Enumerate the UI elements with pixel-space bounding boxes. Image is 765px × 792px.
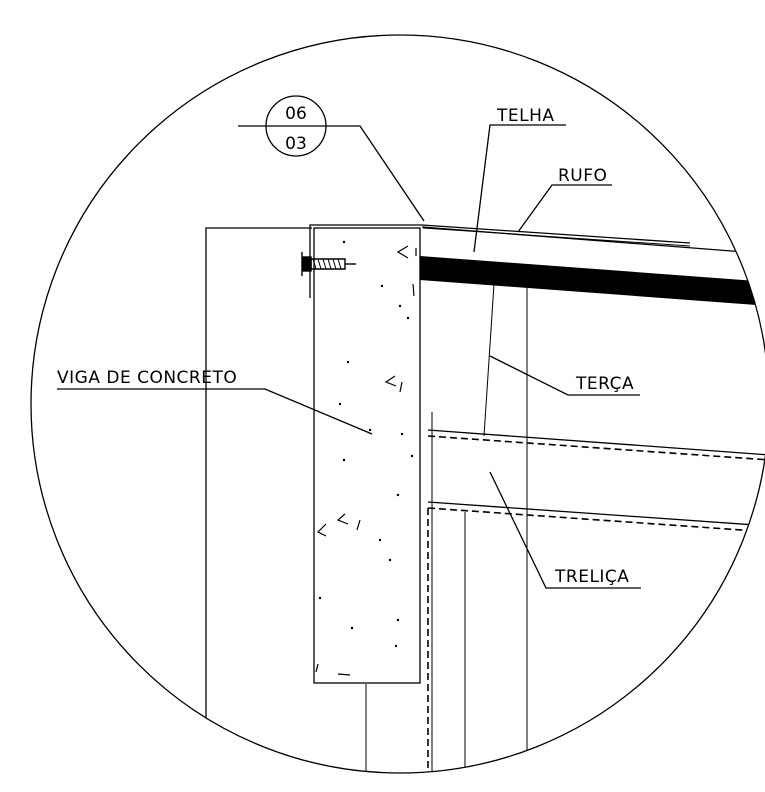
trelica-label: TRELIÇA: [554, 567, 629, 587]
concrete-hatch: [315, 245, 417, 676]
truss-bottom-chord-dashed: [427, 507, 765, 533]
truss-bottom-chord: [427, 501, 765, 527]
detail-reference-bubble: 06 03: [238, 95, 425, 222]
viga-callout: VIGA DE CONCRETO: [57, 368, 373, 435]
telha-label: TELHA: [496, 106, 555, 126]
roof-sheet-top-line: [421, 226, 765, 255]
terca-label: TERÇA: [575, 374, 634, 394]
detail-number: 06: [285, 104, 307, 124]
telha-callout: TELHA: [473, 106, 566, 253]
truss-top-chord-dashed: [427, 435, 765, 461]
purlin-terca: [420, 256, 765, 306]
concrete-beam: [313, 227, 421, 684]
anchor-bolt: [301, 252, 356, 276]
wall-outline: [205, 227, 312, 718]
terca-callout: TERÇA: [489, 355, 640, 396]
rufo-label: RUFO: [558, 166, 607, 186]
truss-top-chord: [427, 429, 765, 456]
rufo-callout: RUFO: [517, 166, 612, 233]
detail-circle-boundary: [30, 34, 765, 774]
trelica-callout: TRELIÇA: [489, 471, 641, 589]
stud-line-left: [483, 283, 495, 437]
detail-contents: [205, 224, 765, 773]
concrete-dots: [318, 240, 414, 648]
viga-de-concreto-label: VIGA DE CONCRETO: [57, 368, 237, 388]
sheet-number: 03: [285, 134, 307, 154]
